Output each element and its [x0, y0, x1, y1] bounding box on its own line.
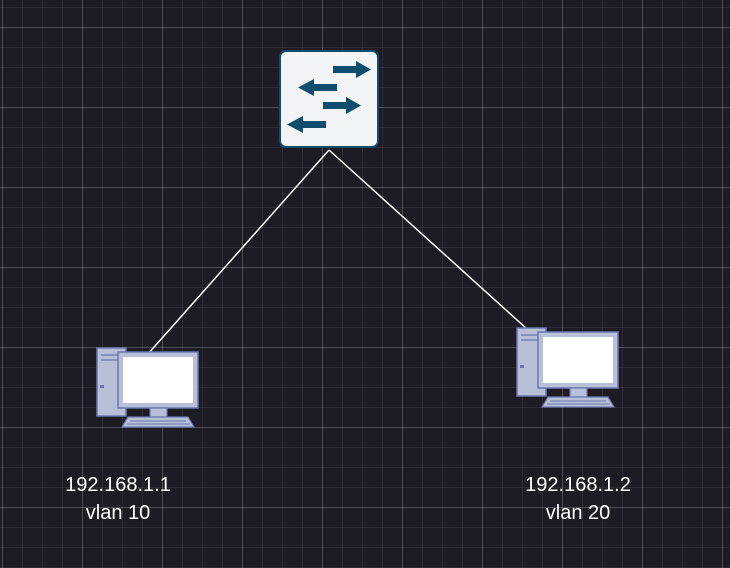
desktop-computer-icon[interactable]: [516, 327, 619, 408]
pc1-ip: 192.168.1.1: [65, 474, 171, 496]
arrow-right-icon: [333, 61, 371, 78]
pc1-vlan: vlan 10: [85, 502, 151, 524]
pc2-label: 192.168.1.2 vlan 20: [498, 471, 658, 527]
link-switch-pc2[interactable]: [328, 149, 528, 330]
link-switch-pc1[interactable]: [146, 149, 330, 356]
pc1-label: 192.168.1.1 vlan 10: [38, 471, 198, 527]
arrow-left-icon: [298, 79, 337, 96]
arrow-left-icon: [287, 116, 326, 133]
pc2-ip: 192.168.1.2: [525, 474, 631, 496]
arrow-right-icon: [323, 97, 361, 114]
switch-icon[interactable]: [279, 50, 379, 148]
pc2-vlan: vlan 20: [545, 502, 611, 524]
desktop-computer-icon[interactable]: [96, 347, 199, 428]
